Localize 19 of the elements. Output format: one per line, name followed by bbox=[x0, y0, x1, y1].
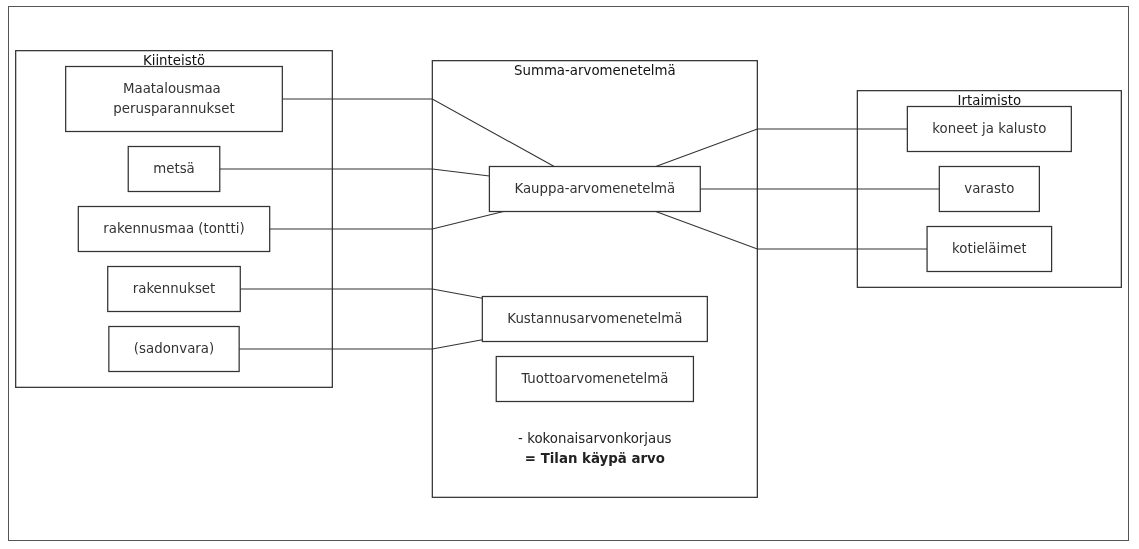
node-box bbox=[107, 265, 241, 312]
node-text: - kokonaisarvonkorjaus = Tilan käypä arvo bbox=[518, 430, 672, 466]
connector bbox=[655, 210, 928, 250]
node-box bbox=[127, 145, 221, 192]
node-box bbox=[906, 105, 1072, 152]
cluster bbox=[856, 89, 1122, 288]
connector bbox=[655, 127, 908, 167]
node-box bbox=[108, 325, 240, 372]
node-box bbox=[481, 295, 708, 342]
diagram-frame: Irtaimisto Summa-arvomenetelmä Kiinteistö Maatalousmaa perusparannukset metsä rakennusmaa (tontti) rakennukset (sadonvara) Kauppa-arvomenetelmä Kustannusarvomenetelmä Tuottoarvomenetelmä - kokonaisarvonkorjaus = Tilan käypä arvo koneet ja kalusto varasto kotieläimet bbox=[8, 6, 1129, 541]
node-box bbox=[77, 205, 271, 252]
node-box bbox=[65, 65, 283, 132]
cluster bbox=[15, 49, 333, 388]
node-box bbox=[926, 225, 1053, 272]
node-box bbox=[495, 355, 695, 402]
connector bbox=[219, 167, 490, 177]
cluster bbox=[431, 59, 758, 498]
node-box bbox=[488, 165, 701, 212]
node-box bbox=[938, 165, 1040, 212]
